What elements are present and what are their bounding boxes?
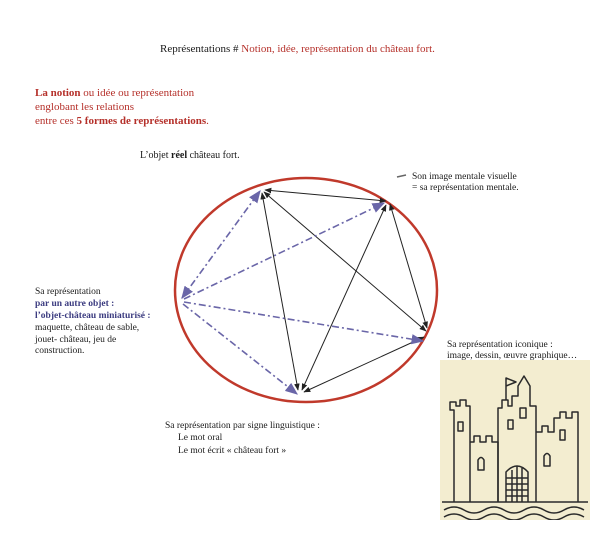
title-highlight: Notion, idée, représentation du château … [241, 43, 435, 55]
title-prefix: Représentations # [160, 43, 239, 55]
arrow-mentale-linguistique [301, 204, 387, 391]
miniature-line5: jouet- château, jeu de [35, 334, 117, 345]
notion-text: La notion ou idée ou représentation engl… [35, 87, 209, 128]
iconique-label: Sa représentation iconique : image, dess… [447, 340, 577, 363]
reel-prefix: L’objet [140, 150, 172, 161]
arrow-mentale-iconique [389, 203, 428, 329]
dashed-arrow-reel [181, 189, 261, 300]
miniature-line3: l’objet-château miniaturisé : [35, 310, 151, 321]
solid-arrows [260, 187, 428, 393]
objet-miniature-label: Sa représentation par un autre objet : l… [35, 287, 151, 358]
dashed-arrows [181, 189, 425, 395]
mentale-dash-mark [396, 174, 407, 178]
mentale-line2: = sa représentation mentale. [412, 183, 519, 194]
image-mentale-label: Son image mentale visuelle = sa représen… [412, 172, 519, 195]
dashed-arrow-iconique [183, 301, 425, 345]
notion-line1: ou idée ou représentation [80, 87, 195, 99]
miniature-line1: Sa représentation [35, 287, 101, 297]
linguistique-line2: Le mot oral [178, 433, 223, 444]
notion-line2: englobant les relations [35, 100, 134, 113]
iconique-line1: Sa représentation iconique : [447, 340, 553, 350]
notion-circle [173, 176, 439, 404]
dashed-arrow-linguistique [182, 303, 299, 395]
notion-line3-bold: 5 formes de représentations [76, 114, 207, 127]
reel-suffix: château fort. [187, 150, 240, 161]
linguistique-line1: Sa représentation par signe linguistique… [165, 421, 320, 431]
arrow-iconique-linguistique [303, 336, 425, 393]
diagram-title: Représentations # Notion, idée, représen… [160, 43, 435, 56]
notion-bold: La notion [35, 87, 81, 99]
notion-line3-end: . [206, 114, 209, 127]
objet-reel-label: L’objet réel château fort. [140, 150, 240, 162]
reel-bold: réel [171, 150, 188, 161]
miniature-line2: par un autre objet : [35, 298, 115, 309]
dashed-arrow-mentale [183, 202, 386, 300]
iconique-line2: image, dessin, œuvre graphique… [447, 351, 578, 362]
linguistique-line3: Le mot écrit « château fort » [178, 445, 287, 456]
miniature-line4: maquette, château de sable, [35, 322, 140, 333]
castle-drawing [440, 360, 590, 520]
linguistique-label: Sa représentation par signe linguistique… [165, 420, 320, 457]
miniature-line6: construction. [35, 346, 85, 357]
notion-line3-start: entre ces [35, 114, 77, 127]
mentale-line1: Son image mentale visuelle [412, 172, 517, 182]
arrow-reel-linguistique [260, 192, 300, 391]
